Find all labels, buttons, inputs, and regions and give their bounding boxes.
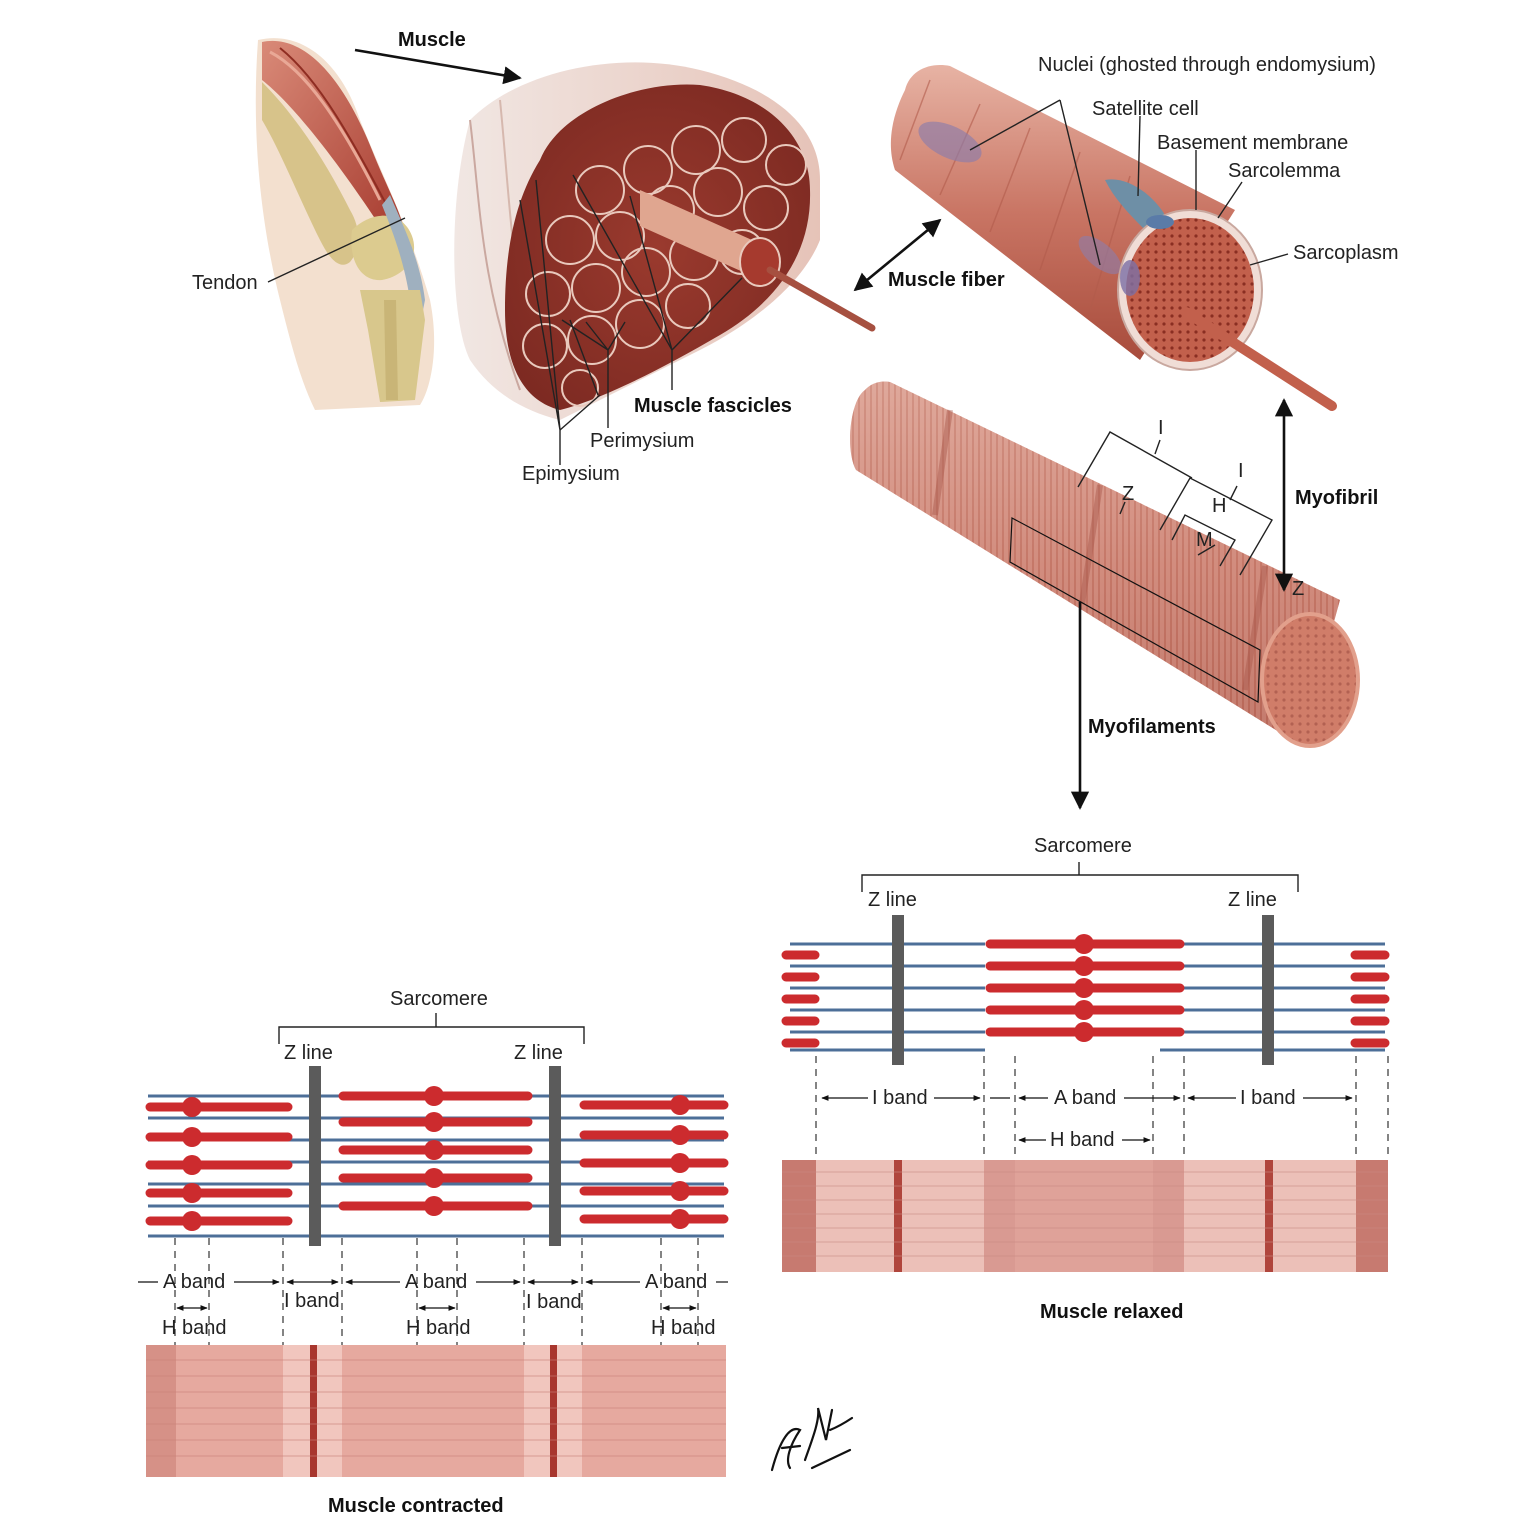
- label-sarcoplasm: Sarcoplasm: [1293, 242, 1399, 264]
- relaxed-i-band-left-label: I band: [872, 1087, 928, 1109]
- top-labels: Muscle Tendon Muscle fascicles Perimysiu…: [192, 29, 1399, 738]
- contracted-a-band-right-label: A band: [645, 1271, 707, 1293]
- contracted-z-line-right-label: Z line: [514, 1042, 563, 1064]
- label-myofibril: Myofibril: [1295, 487, 1378, 509]
- myofibril-band-brackets: [1077, 431, 1273, 576]
- label-nuclei: Nuclei (ghosted through endomysium): [1038, 54, 1376, 76]
- contracted-a-band-center-label: A band: [405, 1271, 467, 1293]
- relaxed-caption: Muscle relaxed: [1040, 1301, 1183, 1323]
- label-band-z-1: Z: [1122, 483, 1134, 505]
- label-band-h: H: [1212, 495, 1226, 517]
- relaxed-z-line-right-label: Z line: [1228, 889, 1277, 911]
- muscle-cross-section: [454, 62, 876, 420]
- contracted-h-band-left-label: H band: [162, 1317, 227, 1339]
- contracted-sarcomere: Sarcomere Z line Z line: [138, 988, 729, 1517]
- contracted-a-band-left-label: A band: [163, 1271, 225, 1293]
- relaxed-dimension-lines: [815, 1056, 1389, 1160]
- label-band-m: M: [1196, 529, 1213, 551]
- label-perimysium: Perimysium: [590, 430, 694, 452]
- label-epimysium: Epimysium: [522, 463, 620, 485]
- label-band-i-2: I: [1238, 460, 1244, 482]
- label-muscle-fascicles: Muscle fascicles: [634, 395, 792, 417]
- relaxed-a-band-label: A band: [1054, 1087, 1116, 1109]
- contracted-z-line-left-label: Z line: [284, 1042, 333, 1064]
- leader-lines: [267, 48, 1294, 810]
- myofibril-illustration: [850, 381, 1360, 748]
- contracted-dimension-lines: [138, 1238, 728, 1345]
- label-band-i-1: I: [1158, 417, 1164, 439]
- label-sarcolemma: Sarcolemma: [1228, 160, 1341, 182]
- relaxed-sarcomere: Sarcomere Z line Z line: [781, 835, 1390, 1323]
- knee-muscle-illustration: [255, 38, 435, 411]
- muscle-fiber-illustration: [890, 65, 1337, 411]
- label-band-z-2: Z: [1292, 578, 1304, 600]
- relaxed-z-disc-right: [1262, 915, 1274, 1065]
- contracted-h-band-center-label: H band: [406, 1317, 471, 1339]
- netter-signature: [770, 1407, 854, 1472]
- label-basement-membrane: Basement membrane: [1157, 132, 1348, 154]
- label-muscle-fiber: Muscle fiber: [888, 269, 1005, 291]
- label-tendon: Tendon: [192, 272, 258, 294]
- contracted-caption: Muscle contracted: [328, 1495, 504, 1517]
- relaxed-histology-strip: [782, 1160, 1388, 1272]
- relaxed-sarcomere-label: Sarcomere: [1034, 835, 1132, 857]
- contracted-i-band-right-label: I band: [526, 1291, 582, 1313]
- contracted-z-disc-right: [549, 1066, 561, 1246]
- label-myofilaments: Myofilaments: [1088, 716, 1216, 738]
- contracted-h-band-right-label: H band: [651, 1317, 716, 1339]
- relaxed-i-band-right-label: I band: [1240, 1087, 1296, 1109]
- contracted-sarcomere-label: Sarcomere: [390, 988, 488, 1010]
- contracted-z-disc-left: [309, 1066, 321, 1246]
- contracted-i-band-left-label: I band: [284, 1290, 340, 1312]
- relaxed-z-line-left-label: Z line: [868, 889, 917, 911]
- relaxed-h-band-label: H band: [1050, 1129, 1115, 1151]
- contracted-myosin-filaments: [145, 1086, 729, 1231]
- relaxed-z-disc-left: [892, 915, 904, 1065]
- relaxed-myosin-filaments: [781, 934, 1390, 1048]
- contracted-histology-strip: [146, 1345, 726, 1477]
- label-satellite-cell: Satellite cell: [1092, 98, 1199, 120]
- label-muscle: Muscle: [398, 29, 466, 51]
